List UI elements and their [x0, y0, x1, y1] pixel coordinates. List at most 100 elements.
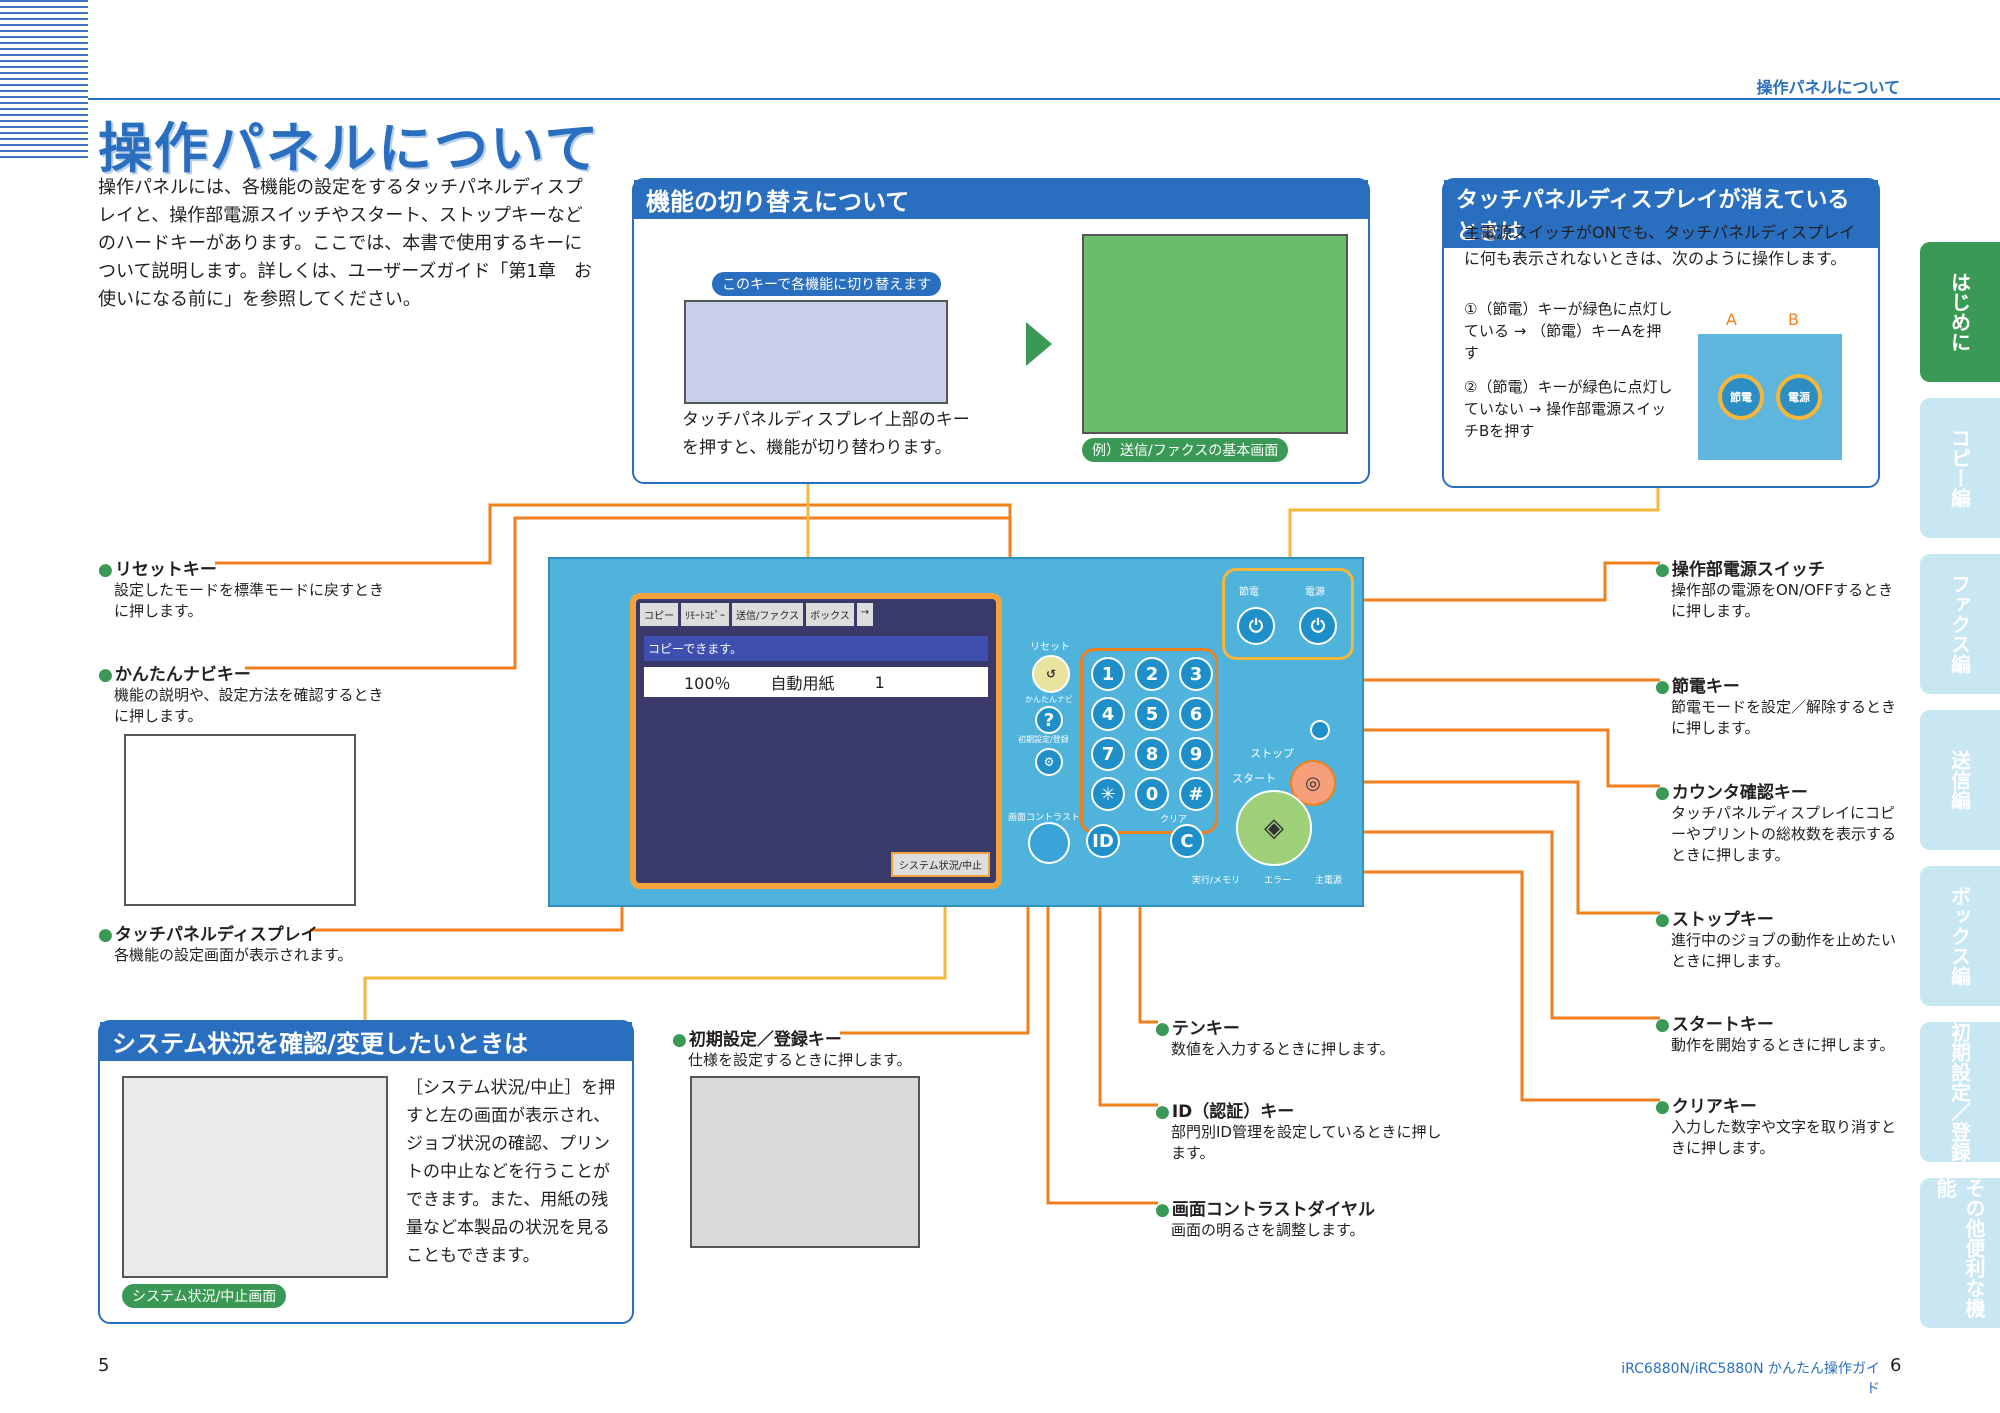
- save-label: 節電: [1239, 587, 1259, 598]
- lcd-paper: 自動用紙: [770, 674, 835, 693]
- switch-caption: タッチパネルディスプレイ上部のキーを押すと、機能が切り替わります。: [682, 410, 970, 458]
- start-label: スタート: [1232, 772, 1276, 785]
- lcd-tab-box[interactable]: ボックス: [806, 603, 854, 626]
- save-button-photo: 節電: [1718, 374, 1764, 420]
- label-counter-desc: タッチパネルディスプレイにコピーやプリントの総枚数を表示するときに押します。: [1671, 804, 1897, 864]
- system-box-caption: システム状況/中止画面: [122, 1284, 287, 1308]
- switch-box: 機能の切り替えについて このキーで各機能に切り替えます タッチパネルディスプレイ…: [632, 178, 1370, 484]
- page-number-right: 6: [1890, 1355, 1902, 1376]
- display-off-intro: 主電源スイッチがONでも、タッチパネルディスプレイに何も表示されないときは、次の…: [1464, 223, 1855, 268]
- label-clear-desc: 入力した数字や文字を取り消すときに押します。: [1671, 1118, 1897, 1157]
- label-reset: リセットキー 設定したモードを標準モードに戻すときに押します。: [98, 555, 398, 622]
- tab-box[interactable]: ボックス編: [1920, 866, 2000, 1006]
- label-stop-desc: 進行中のジョブの動作を止めたいときに押します。: [1671, 931, 1897, 970]
- status-error: エラー: [1264, 876, 1292, 886]
- lcd-tab-arrow[interactable]: →: [856, 603, 874, 626]
- tab-other[interactable]: その他便利な機能: [1920, 1178, 2000, 1328]
- running-title: 操作パネルについて: [1756, 78, 1900, 97]
- label-keypad-desc: 数値を入力するときに押します。: [1171, 1040, 1395, 1058]
- label-contrast-title: 画面コントラストダイヤル: [1155, 1195, 1485, 1220]
- switch-screen-before: [684, 300, 948, 404]
- key-6[interactable]: 6: [1179, 697, 1213, 731]
- system-status-screen: [122, 1076, 388, 1278]
- reset-key[interactable]: ↺: [1032, 655, 1070, 693]
- numeric-keypad: 1 2 3 4 5 6 7 8 9 ✳ 0 #: [1080, 648, 1218, 834]
- label-stop: ストップキー 進行中のジョブの動作を止めたいときに押します。: [1655, 905, 1905, 972]
- key-1[interactable]: 1: [1091, 657, 1125, 691]
- status-main-power: 主電源: [1314, 876, 1342, 886]
- label-energy-saver-title: 節電キー: [1655, 672, 1905, 697]
- tab-settings[interactable]: 初期設定／登録: [1920, 1022, 2000, 1162]
- power-label: 電源: [1305, 587, 1325, 598]
- key-2[interactable]: 2: [1135, 657, 1169, 691]
- key-9[interactable]: 9: [1179, 737, 1213, 771]
- intro-text: 操作パネルには、各機能の設定をするタッチパネルディスプレイと、操作部電源スイッチ…: [98, 177, 592, 310]
- system-box-heading: システム状況を確認/変更したいときは: [100, 1022, 632, 1061]
- label-power-switch: 操作部電源スイッチ 操作部の電源をON/OFFするときに押します。: [1655, 555, 1905, 622]
- display-off-step2: ②（節電）キーが緑色に点灯していない → 操作部電源スイッチBを押す: [1464, 378, 1673, 440]
- arrow-right-icon: [1026, 322, 1052, 366]
- label-clear: クリアキー 入力した数字や文字を取り消すときに押します。: [1655, 1092, 1905, 1159]
- key-3[interactable]: 3: [1179, 657, 1213, 691]
- label-power-switch-desc: 操作部の電源をON/OFFするときに押します。: [1671, 581, 1894, 620]
- navi-key-label: かんたんナビ: [1025, 695, 1073, 704]
- clear-key[interactable]: C: [1170, 824, 1204, 858]
- contrast-dial[interactable]: [1028, 822, 1070, 864]
- lcd-count: 1: [874, 672, 885, 692]
- tab-fax[interactable]: ファクス編: [1920, 554, 2000, 694]
- switch-callout: このキーで各機能に切り替えます: [712, 272, 942, 296]
- display-off-step1: ①（節電）キーが緑色に点灯している → （節電）キーAを押す: [1464, 300, 1673, 362]
- label-energy-saver: 節電キー 節電モードを設定／解除するときに押します。: [1655, 672, 1905, 739]
- key-4[interactable]: 4: [1091, 697, 1125, 731]
- counter-check-key[interactable]: [1310, 720, 1330, 740]
- contrast-label: 画面コントラスト: [1008, 813, 1080, 823]
- label-settings-desc: 仕様を設定するときに押します。: [688, 1051, 912, 1069]
- label-stop-title: ストップキー: [1655, 905, 1905, 930]
- system-box: システム状況を確認/変更したいときは ［システム状況/中止］を押すと左の画面が表…: [98, 1020, 634, 1324]
- label-touch-panel: タッチパネルディスプレイ 各機能の設定画面が表示されます。: [98, 920, 398, 966]
- label-energy-saver-desc: 節電モードを設定／解除するときに押します。: [1671, 698, 1897, 737]
- label-contrast-desc: 画面の明るさを調整します。: [1171, 1221, 1365, 1239]
- stop-label: ストップ: [1250, 747, 1294, 760]
- key-asterisk[interactable]: ✳: [1091, 777, 1125, 811]
- power-area: 節電 電源 ⏻ ⏻: [1222, 568, 1354, 660]
- key-hash[interactable]: #: [1179, 777, 1213, 811]
- tab-send[interactable]: 送信編: [1920, 710, 2000, 850]
- reset-key-label: リセット: [1030, 642, 1070, 653]
- settings-key[interactable]: ⚙: [1035, 748, 1063, 776]
- key-8[interactable]: 8: [1135, 737, 1169, 771]
- tab-intro[interactable]: はじめに: [1920, 242, 2000, 382]
- lcd-tab-send[interactable]: 送信/ファクス: [732, 603, 804, 626]
- label-b: B: [1788, 310, 1799, 329]
- label-reset-desc: 設定したモードを標準モードに戻すときに押します。: [114, 581, 385, 620]
- label-id-title: ID（認証）キー: [1155, 1097, 1455, 1122]
- id-key[interactable]: ID: [1086, 824, 1120, 858]
- label-touch-panel-title: タッチパネルディスプレイ: [98, 920, 398, 945]
- power-buttons-photo: 節電 電源: [1698, 334, 1842, 460]
- start-key[interactable]: ◈: [1236, 790, 1312, 866]
- tab-copy[interactable]: コピー編: [1920, 398, 2000, 538]
- energy-saver-key[interactable]: ⏻: [1237, 607, 1275, 645]
- key-0[interactable]: 0: [1135, 777, 1169, 811]
- label-contrast: 画面コントラストダイヤル 画面の明るさを調整します。: [1155, 1195, 1485, 1241]
- label-counter-title: カウンタ確認キー: [1655, 778, 1905, 803]
- system-status-button[interactable]: システム状況/中止: [890, 852, 990, 877]
- lcd-tab-copy[interactable]: コピー: [640, 603, 678, 626]
- label-counter: カウンタ確認キー タッチパネルディスプレイにコピーやプリントの総枚数を表示すると…: [1655, 778, 1905, 866]
- footer-product: iRC6880N/iRC5880N かんたん操作ガイド: [1621, 1361, 1880, 1397]
- label-navi-title: かんたんナビキー: [98, 660, 398, 685]
- status-exec: 実行/メモリ: [1192, 876, 1241, 886]
- label-clear-title: クリアキー: [1655, 1092, 1905, 1117]
- example-label: 例）送信/ファクスの基本画面: [1082, 438, 1289, 462]
- page-number-left: 5: [98, 1355, 110, 1376]
- label-reset-title: リセットキー: [98, 555, 398, 580]
- touch-panel-display[interactable]: コピー ﾘﾓｰﾄｺﾋﾟｰ 送信/ファクス ボックス → コピーできます。 100…: [630, 593, 1002, 889]
- label-start-desc: 動作を開始するときに押します。: [1671, 1036, 1895, 1054]
- clear-key-label: クリア: [1160, 815, 1188, 825]
- header-rule: [88, 98, 2000, 100]
- key-7[interactable]: 7: [1091, 737, 1125, 771]
- lcd-tab-remote[interactable]: ﾘﾓｰﾄｺﾋﾟｰ: [681, 603, 729, 626]
- key-5[interactable]: 5: [1135, 697, 1169, 731]
- panel-power-switch[interactable]: ⏻: [1299, 607, 1337, 645]
- navi-key[interactable]: ?: [1035, 706, 1063, 734]
